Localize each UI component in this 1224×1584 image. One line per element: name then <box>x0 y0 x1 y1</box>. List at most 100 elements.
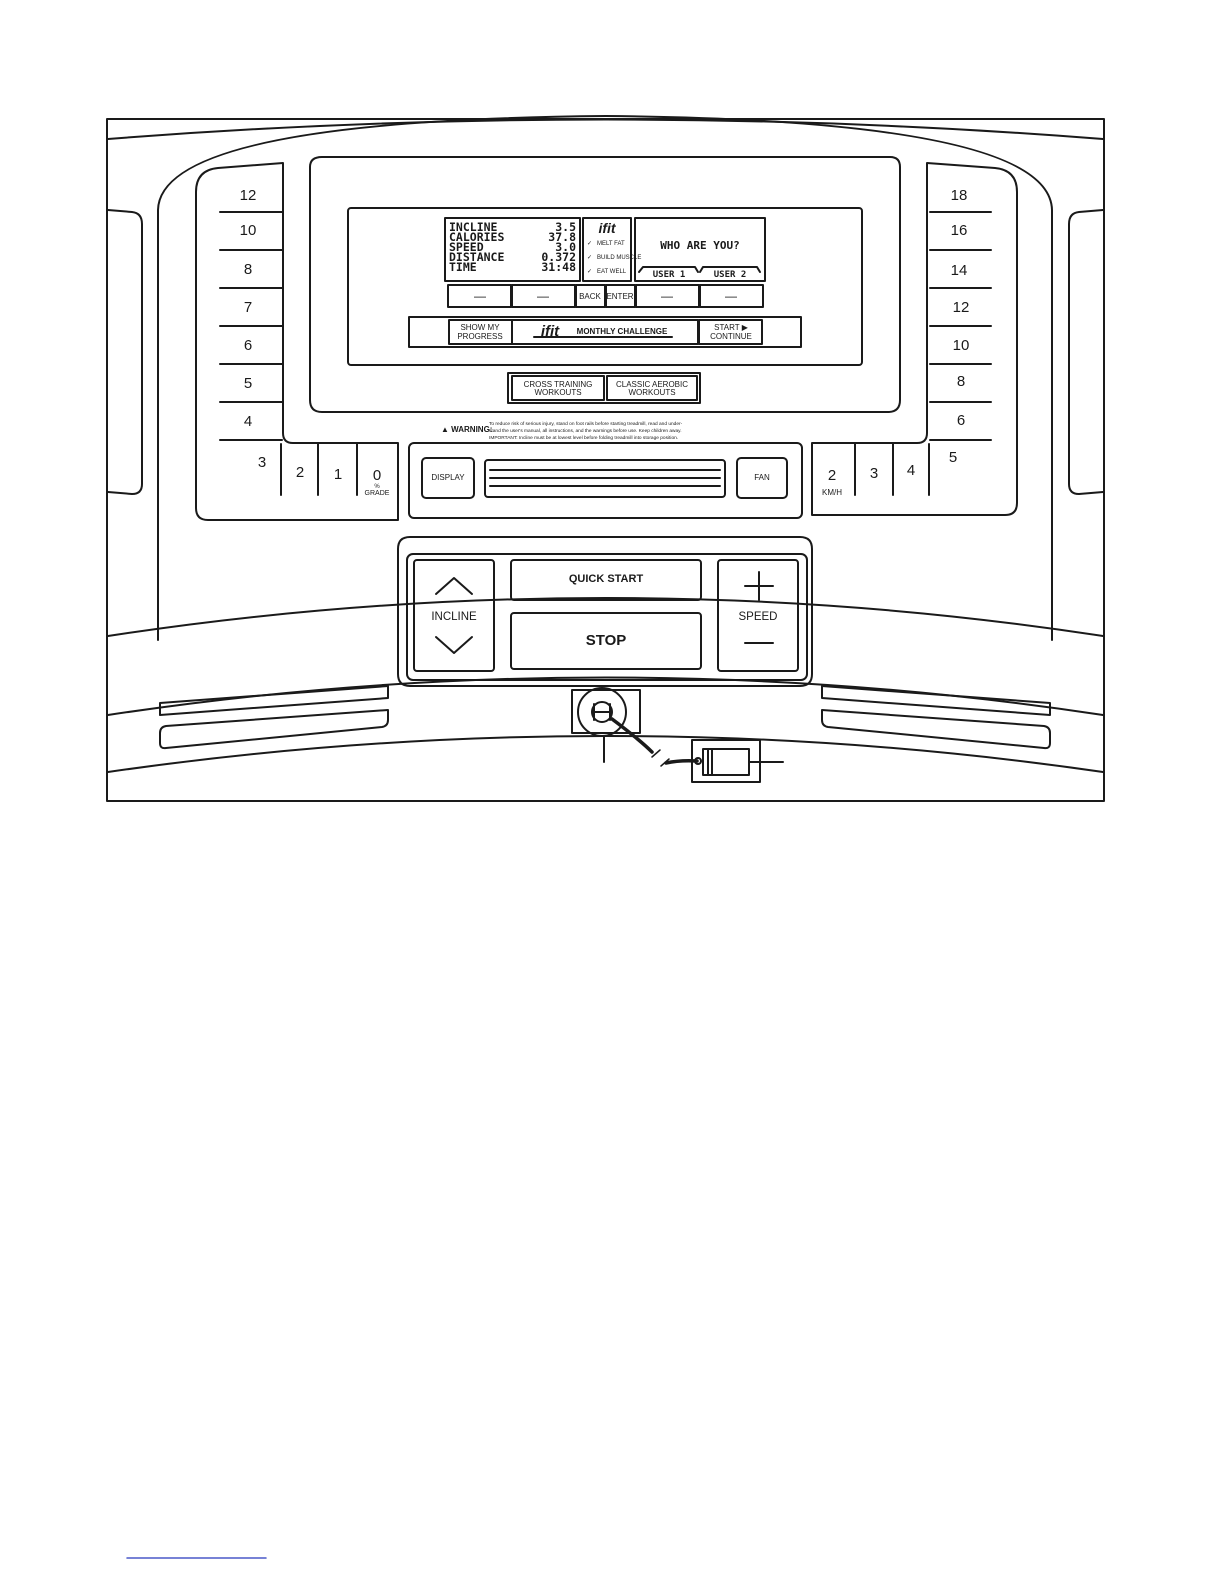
speed-key-5[interactable]: 5 <box>949 449 957 466</box>
incline-key-2[interactable]: 2 <box>296 464 304 481</box>
speed-key-2[interactable]: 2 <box>828 467 836 484</box>
start-continue-button[interactable] <box>698 319 763 345</box>
console-lower-curve <box>107 597 1104 637</box>
lcd-value: 3.5 <box>555 220 576 234</box>
speed-key-8[interactable]: 8 <box>957 373 965 390</box>
speed-key-3[interactable]: 3 <box>870 465 878 482</box>
quick-start-button[interactable] <box>510 559 702 601</box>
fan-button[interactable] <box>736 457 788 499</box>
incline-control-button[interactable] <box>413 559 495 672</box>
speed-key-14[interactable]: 14 <box>951 262 968 279</box>
lcd-value: 0.372 <box>541 250 576 264</box>
classic-aerobic-label: CLASSIC AEROBIC <box>616 380 688 389</box>
cross-training-label: CROSS TRAINING <box>524 380 593 389</box>
ifit-logo: ifit <box>598 220 616 236</box>
incline-down-arrow-icon[interactable] <box>435 636 473 654</box>
speed-key-18[interactable]: 18 <box>951 187 968 204</box>
speed-key-10[interactable]: 10 <box>953 337 970 354</box>
console-outer-housing <box>157 115 1053 641</box>
incline-key-8[interactable]: 8 <box>244 261 252 278</box>
control-module-housing <box>397 536 813 687</box>
incline-key-12[interactable]: 12 <box>240 187 257 204</box>
soft-button-dash: — <box>725 289 737 303</box>
fan-display-housing <box>408 442 803 519</box>
right-side-handle <box>1068 209 1104 495</box>
lcd-user2: USER 2 <box>714 270 747 280</box>
incline-unit-grade: GRADE <box>365 490 390 497</box>
display-button[interactable] <box>421 457 475 499</box>
cross-training-label: WORKOUTS <box>534 388 581 397</box>
lcd-label: CALORIES <box>449 230 504 244</box>
right-lower-tray <box>821 709 1051 750</box>
back-button-label: BACK <box>579 292 601 301</box>
safety-key-socket-inner <box>591 701 613 723</box>
ifit-bar-logo: ifit <box>541 323 560 340</box>
soft-button-dash: — <box>661 289 673 303</box>
goal-label: BUILD MUSCLE <box>597 255 641 261</box>
warning-label: ▲ WARNING: <box>441 425 492 434</box>
incline-key-4[interactable]: 4 <box>244 413 252 430</box>
lcd-value: 37.8 <box>548 230 576 244</box>
speed-key-16[interactable]: 16 <box>951 222 968 239</box>
soft-button-dash: — <box>537 289 549 303</box>
console-top-curve <box>107 118 1104 140</box>
control-module-panel <box>406 553 808 681</box>
incline-up-arrow-icon[interactable] <box>435 577 473 595</box>
incline-key-0[interactable]: 0 <box>373 467 381 484</box>
speed-key-12[interactable]: 12 <box>953 299 970 316</box>
display-soft-button-4[interactable] <box>699 284 764 308</box>
stop-button[interactable] <box>510 612 702 670</box>
incline-unit-percent: % <box>374 484 380 490</box>
incline-key-5[interactable]: 5 <box>244 375 252 392</box>
workout-button-group <box>507 372 701 404</box>
goal-label: EAT WELL <box>597 269 627 275</box>
lcd-prompt: WHO ARE YOU? <box>660 239 739 252</box>
speed-key-4[interactable]: 4 <box>907 462 915 479</box>
stop-label: STOP <box>586 632 627 649</box>
checkmark-icon: ✓ <box>587 241 592 247</box>
fan-grille <box>484 459 726 498</box>
left-key-panel <box>195 162 399 521</box>
lcd-user-box <box>634 217 766 282</box>
warning-text: stand the user's manual, all instruction… <box>489 428 682 434</box>
left-lower-tray <box>159 709 389 750</box>
lcd-label: INCLINE <box>449 220 498 234</box>
console-bottom-curve <box>107 735 1104 773</box>
classic-aerobic-label: WORKOUTS <box>628 388 675 397</box>
safety-key-housing <box>571 689 641 734</box>
goal-label: MELT FAT <box>597 241 625 247</box>
speed-control-button[interactable] <box>717 559 799 672</box>
lcd-user1-frame <box>638 266 699 273</box>
incline-key-7[interactable]: 7 <box>244 299 252 316</box>
right-upper-tray <box>821 685 1051 716</box>
left-upper-tray <box>159 685 389 716</box>
speed-label: SPEED <box>739 611 778 623</box>
show-my-progress-label: SHOW MY <box>460 323 500 332</box>
start-continue-label: START ▶ <box>714 323 749 332</box>
display-button-label: DISPLAY <box>431 473 465 482</box>
enter-button-label: ENTER <box>606 292 633 301</box>
lcd-label: TIME <box>449 260 477 274</box>
incline-key-10[interactable]: 10 <box>240 222 257 239</box>
cross-training-workouts-button[interactable] <box>511 375 605 401</box>
incline-key-3[interactable]: 3 <box>258 454 266 471</box>
lcd-ifit-box <box>582 217 632 282</box>
checkmark-icon: ✓ <box>587 255 592 261</box>
soft-button-dash: — <box>474 289 486 303</box>
incline-key-6[interactable]: 6 <box>244 337 252 354</box>
incline-key-1[interactable]: 1 <box>334 466 342 483</box>
lcd-label: DISTANCE <box>449 250 504 264</box>
cord-break-icon <box>651 749 670 767</box>
right-key-panel <box>811 162 1018 516</box>
tether-cord <box>610 717 654 754</box>
classic-aerobic-workouts-button[interactable] <box>606 375 698 401</box>
cord-ring <box>694 757 702 765</box>
lcd-value: 31:48 <box>541 260 576 274</box>
show-my-progress-label: PROGRESS <box>457 332 502 341</box>
safety-clip <box>702 748 750 776</box>
warning-text: To reduce risk of serious injury, stand … <box>489 421 683 427</box>
quick-start-label: QUICK START <box>569 573 644 585</box>
lcd-user1: USER 1 <box>653 270 686 280</box>
speed-key-6[interactable]: 6 <box>957 412 965 429</box>
